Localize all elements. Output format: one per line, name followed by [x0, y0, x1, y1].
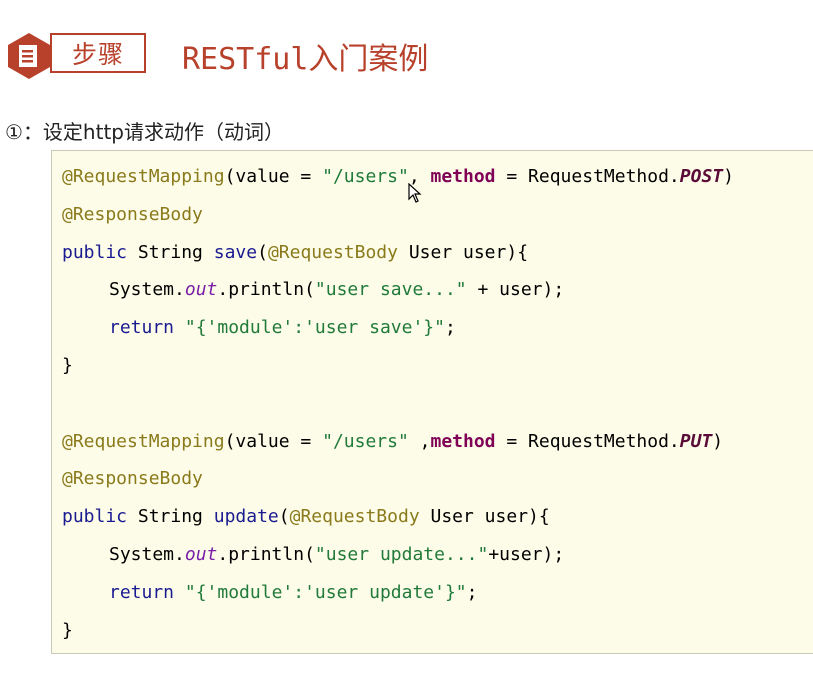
method-name-token: update — [213, 506, 279, 528]
code-text: User user){ — [397, 241, 529, 263]
step-text: ：设定http请求动作（动词） — [22, 120, 284, 144]
code-text: } — [62, 619, 73, 641]
code-text: String — [127, 506, 214, 528]
string-token: "{'module':'user save'}" — [184, 317, 445, 339]
field-token: out — [184, 279, 218, 301]
annotation-token: @ResponseBody — [62, 203, 203, 225]
code-text — [174, 582, 185, 603]
code-block: @RequestMapping(value = "/users", method… — [51, 150, 813, 654]
code-text: } — [62, 354, 73, 376]
string-token: "/users" — [322, 166, 409, 187]
step-badge: 步骤 — [50, 33, 146, 73]
mouse-pointer-icon — [408, 183, 422, 203]
code-line: System.out.println("user update..."+user… — [52, 540, 813, 578]
code-line: public String update(@RequestBody User u… — [52, 502, 813, 540]
code-text: .println( — [217, 543, 315, 565]
code-line: } — [52, 351, 813, 389]
code-text: , — [408, 430, 431, 452]
method-name-token: save — [213, 241, 258, 263]
code-line-blank — [52, 389, 813, 427]
code-line: @ResponseBody — [52, 200, 813, 238]
annotation-token: @RequestBody — [267, 241, 398, 263]
code-line: public String save(@RequestBody User use… — [52, 238, 813, 276]
string-token: "/users" — [322, 430, 409, 452]
code-text: , — [408, 166, 431, 187]
field-token: out — [184, 543, 218, 565]
code-text: ) — [712, 430, 724, 452]
constant-token: PUT — [679, 430, 713, 452]
code-line: } — [52, 616, 813, 654]
code-line: @RequestMapping(value = "/users", method… — [52, 162, 813, 200]
keyword-token: return — [109, 581, 175, 603]
annotation-token: @RequestMapping — [62, 166, 225, 187]
code-text: = RequestMethod. — [495, 430, 680, 452]
step-number: ① — [5, 120, 23, 144]
code-text: (value = — [224, 430, 323, 452]
keyword-token: return — [109, 317, 175, 339]
step-badge-label: 步骤 — [71, 40, 124, 69]
code-text: +user); — [488, 543, 565, 565]
step-description: ①：设定http请求动作（动词） — [5, 116, 284, 145]
code-line: @ResponseBody — [52, 464, 813, 502]
code-text: ; — [466, 581, 478, 603]
code-text — [174, 317, 185, 338]
code-line: return "{'module':'user update'}"; — [52, 578, 813, 616]
annotation-token: @RequestMapping — [62, 430, 225, 452]
param-token: method — [430, 166, 496, 187]
code-line: return "{'module':'user save'}"; — [52, 313, 813, 351]
code-line: @RequestMapping(value = "/users" ,method… — [52, 427, 813, 465]
string-token: "{'module':'user update'}" — [184, 581, 467, 603]
code-text: ) — [723, 166, 734, 187]
code-line: System.out.println("user save..." + user… — [52, 275, 813, 313]
page-title: RESTful入门案例 — [182, 42, 429, 77]
keyword-token: public — [62, 241, 128, 263]
code-text: (value = — [224, 166, 323, 187]
code-text: ; — [444, 317, 456, 339]
section-header: 步骤 RESTful入门案例 — [0, 22, 813, 82]
keyword-token: public — [62, 506, 128, 528]
code-text: String — [127, 241, 214, 263]
code-text: = RequestMethod. — [495, 166, 680, 187]
code-text: User user){ — [419, 506, 550, 528]
constant-token: POST — [679, 166, 724, 187]
document-icon — [8, 33, 50, 79]
code-text: .println( — [217, 279, 315, 301]
param-token: method — [430, 430, 496, 452]
code-text: ( — [278, 506, 290, 528]
string-token: "user update..." — [314, 543, 489, 565]
string-token: "user save..." — [314, 279, 467, 301]
annotation-token: @RequestBody — [289, 506, 420, 528]
annotation-token: @ResponseBody — [62, 468, 203, 490]
code-text: System. — [109, 279, 185, 301]
code-text: + user); — [466, 279, 565, 301]
code-text: System. — [109, 543, 185, 565]
code-text: ( — [257, 241, 268, 263]
